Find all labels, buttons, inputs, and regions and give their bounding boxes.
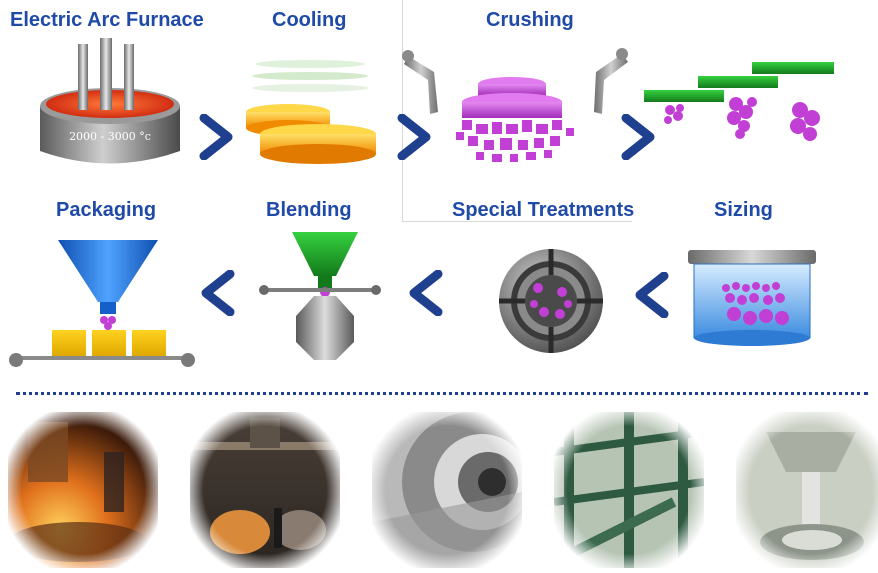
section-divider-vertical	[402, 0, 403, 222]
dotted-separator	[16, 392, 868, 395]
blending-illustration	[259, 232, 381, 360]
label-cooling: Cooling	[272, 9, 347, 31]
label-sizing: Sizing	[714, 199, 773, 221]
label-electric-arc-furnace: Electric Arc Furnace	[10, 9, 204, 31]
section-divider-horizontal	[402, 221, 632, 222]
packaging-illustration	[9, 240, 195, 367]
photo-cooling	[190, 412, 340, 568]
chevron-right-icon	[621, 114, 655, 160]
chevron-left-icon	[635, 272, 669, 318]
chevron-left-icon	[409, 270, 443, 316]
label-special-treatments: Special Treatments	[452, 199, 635, 221]
chevron-right-icon	[397, 114, 431, 160]
furnace-illustration: 2000 - 3000 °c	[40, 38, 180, 164]
sizing-illustration	[688, 250, 816, 346]
chevron-left-icon	[201, 270, 235, 316]
label-blending: Blending	[266, 199, 352, 221]
special-treatments-illustration	[499, 249, 603, 353]
chevron-right-icon	[199, 114, 233, 160]
crushing-illustration	[402, 48, 628, 162]
screening-illustration	[644, 62, 834, 141]
photo-furnace	[8, 412, 158, 568]
label-crushing: Crushing	[486, 9, 574, 31]
photo-screening-plant	[554, 412, 704, 568]
furnace-temperature-text: 2000 - 3000 °c	[69, 130, 151, 143]
label-packaging: Packaging	[56, 199, 157, 221]
cooling-illustration	[246, 60, 376, 164]
photo-crusher	[372, 412, 522, 568]
photo-packaging	[736, 412, 878, 568]
